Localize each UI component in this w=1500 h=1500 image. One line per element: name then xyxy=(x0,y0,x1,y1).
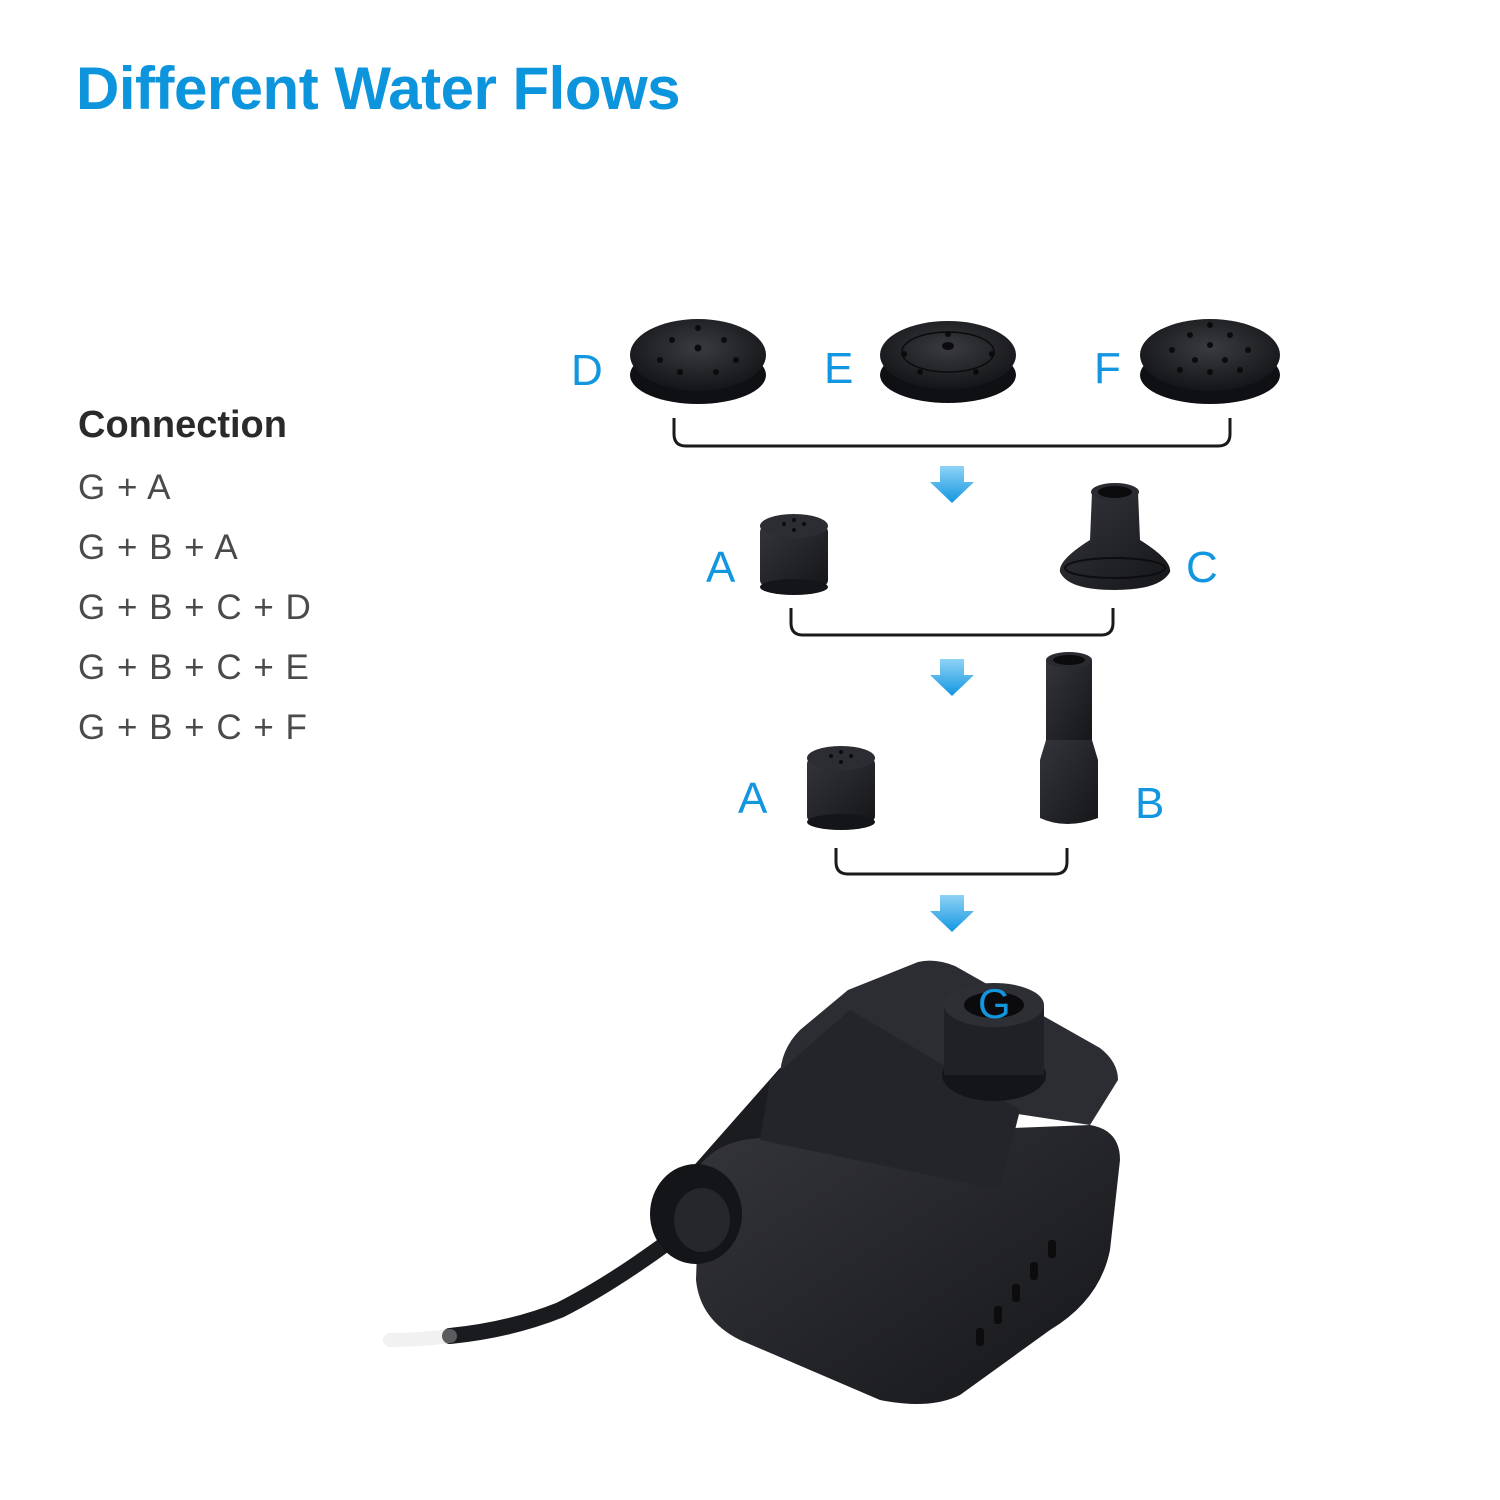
arrow-down-icon xyxy=(930,659,974,696)
connection-item: G + A xyxy=(78,468,172,507)
connection-item: G + B + C + F xyxy=(78,708,308,747)
nozzle-f-icon xyxy=(1140,319,1280,404)
connection-item: G + B + C + D xyxy=(78,588,312,627)
connection-list: G + A G + B + A G + B + C + D G + B + C … xyxy=(78,466,312,766)
cone-c-icon xyxy=(1059,483,1171,590)
cap-a-icon xyxy=(807,746,875,830)
arrow-down-icon xyxy=(930,466,974,503)
part-label-b: B xyxy=(1135,779,1164,828)
group-bracket xyxy=(672,418,1232,448)
part-label-c: C xyxy=(1186,543,1218,592)
connection-heading: Connection xyxy=(78,404,287,446)
nozzle-d-icon xyxy=(630,319,766,404)
connection-item: G + B + A xyxy=(78,528,239,567)
group-bracket xyxy=(789,608,1115,637)
page-title: Different Water Flows xyxy=(76,55,681,122)
part-label-a: A xyxy=(738,774,768,823)
pump-g-icon xyxy=(383,960,1120,1404)
connection-item: G + B + C + E xyxy=(78,648,310,687)
nozzle-e-icon xyxy=(880,321,1016,403)
part-label-d: D xyxy=(571,346,603,395)
part-label-e: E xyxy=(824,344,853,393)
part-label-f: F xyxy=(1094,344,1121,393)
arrow-down-icon xyxy=(930,895,974,932)
tube-b-icon xyxy=(1040,652,1098,824)
part-label-g: G xyxy=(978,980,1011,1027)
group-bracket xyxy=(834,848,1069,876)
cap-a-icon xyxy=(760,514,828,595)
part-label-a: A xyxy=(706,543,736,592)
